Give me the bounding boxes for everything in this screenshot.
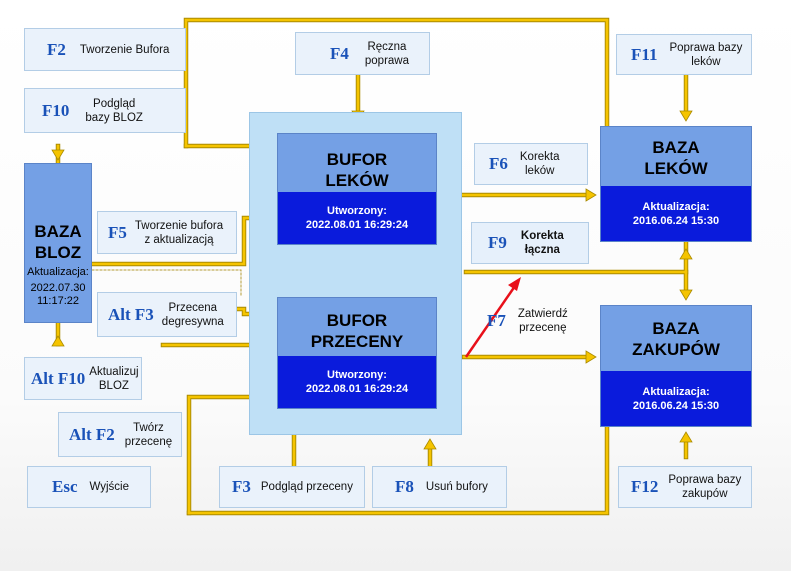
connector-line (187, 425, 609, 515)
arrowhead (585, 350, 597, 364)
f12-label: Poprawa bazy zakupów (668, 474, 742, 500)
baza-lekow-title: BAZA LEKÓW (644, 138, 708, 178)
f11-key-box[interactable]: F11 Poprawa bazy leków (616, 34, 752, 75)
alt-f2-label: Twórz przecenę (124, 421, 173, 448)
esc-key: Esc (52, 477, 78, 496)
bufor-przeceny-status: Utworzony: 2022.08.01 16:29:24 (278, 356, 436, 408)
baza-lekow-status: Aktualizacja: 2016.06.24 15:30 (601, 186, 751, 241)
f6-key-box[interactable]: F6 Korekta leków (474, 143, 588, 185)
bufor-przeceny-title: BUFOR PRZECENY (310, 311, 404, 351)
f4-label: Ręczna poprawa (364, 40, 410, 67)
f9-key: F9 (488, 233, 507, 252)
alt-f10-label: Aktualizuj BLOZ (89, 365, 139, 392)
arrowhead (51, 149, 65, 161)
f8-key-box[interactable]: F8 Usuń bufory (372, 466, 507, 508)
alt-f10-key: Alt F10 (31, 368, 86, 388)
arrowhead (679, 248, 693, 260)
f10-key: F10 (42, 100, 70, 120)
f4-key: F4 (330, 43, 349, 63)
f10-label: Podgląd bazy BLOZ (85, 97, 143, 124)
connector-line (184, 18, 609, 148)
bufor-lekow-block[interactable]: BUFOR LEKÓW Utworzony: 2022.08.01 16:29:… (277, 133, 437, 245)
alt-f3-key: Alt F3 (108, 304, 154, 324)
f9-label: Korekta łączna (520, 230, 564, 256)
arrowhead (423, 438, 437, 450)
baza-bloz-update-label: Aktualizacja: (27, 266, 89, 278)
arrowhead (679, 110, 693, 122)
f9-key-box[interactable]: F9 Korekta łączna (471, 222, 589, 264)
f11-key: F11 (631, 44, 658, 64)
f2-key: F2 (47, 39, 66, 59)
f3-key: F3 (232, 477, 251, 496)
f12-key: F12 (631, 477, 659, 496)
arrowhead (679, 431, 693, 443)
connector-line (187, 395, 266, 515)
f8-label: Usuń bufory (425, 481, 488, 493)
baza-zakupow-status: Aktualizacja: 2016.06.24 15:30 (601, 371, 751, 426)
bufor-lekow-title: BUFOR LEKÓW (325, 150, 389, 190)
baza-bloz-title: BAZA BLOZ (34, 222, 82, 262)
f2-key-box[interactable]: F2 Tworzenie Bufora (24, 28, 186, 71)
red-correction-arrow (464, 285, 517, 358)
f3-key-box[interactable]: F3 Podgląd przeceny (219, 466, 365, 508)
baza-bloz-update-date: 2022.07.30 11:17:22 (30, 282, 86, 307)
f8-key: F8 (395, 477, 414, 496)
f5-key: F5 (108, 222, 127, 242)
alt-f3-label: Przecena degresywna (161, 301, 224, 328)
arrowhead (585, 188, 597, 202)
f3-label: Podgląd przeceny (260, 481, 353, 493)
f2-label: Tworzenie Bufora (79, 43, 170, 56)
baza-bloz-block[interactable]: BAZA BLOZ Aktualizacja: 2022.07.30 11:17… (24, 163, 92, 323)
f6-key: F6 (489, 154, 508, 173)
f4-key-box[interactable]: F4 Ręczna poprawa (295, 32, 430, 75)
baza-lekow-block[interactable]: BAZA LEKÓW Aktualizacja: 2016.06.24 15:3… (600, 126, 752, 242)
alt-f2-key: Alt F2 (69, 424, 115, 444)
bufor-lekow-status: Utworzony: 2022.08.01 16:29:24 (278, 192, 436, 244)
esc-label: Wyjście (89, 481, 130, 493)
dotted-connector (91, 269, 242, 296)
f5-label: Tworzenie bufora z aktualizacją (134, 219, 224, 246)
alt-f3-key-box[interactable]: Alt F3 Przecena degresywna (97, 292, 237, 337)
baza-zakupow-title: BAZA ZAKUPÓW (632, 319, 720, 359)
alt-f2-key-box[interactable]: Alt F2 Twórz przecenę (58, 412, 182, 457)
f11-label: Poprawa bazy leków (669, 41, 743, 68)
baza-zakupow-block[interactable]: BAZA ZAKUPÓW Aktualizacja: 2016.06.24 15… (600, 305, 752, 427)
f10-key-box[interactable]: F10 Podgląd bazy BLOZ (24, 88, 186, 133)
f5-key-box[interactable]: F5 Tworzenie bufora z aktualizacją (97, 211, 237, 254)
red-arrowhead (508, 277, 521, 291)
arrowhead (679, 289, 693, 301)
f7-label: Zatwierdź przecenę (517, 308, 568, 334)
alt-f10-key-box[interactable]: Alt F10 Aktualizuj BLOZ (24, 357, 142, 400)
esc-key-box[interactable]: Esc Wyjście (27, 466, 151, 508)
bufor-przeceny-block[interactable]: BUFOR PRZECENY Utworzony: 2022.08.01 16:… (277, 297, 437, 409)
f7-key-box[interactable]: F7 Zatwierdź przecenę (474, 300, 588, 342)
f6-label: Korekta leków (519, 151, 560, 177)
f12-key-box[interactable]: F12 Poprawa bazy zakupów (618, 466, 752, 508)
f7-key: F7 (487, 311, 506, 330)
arrowhead (51, 335, 65, 347)
